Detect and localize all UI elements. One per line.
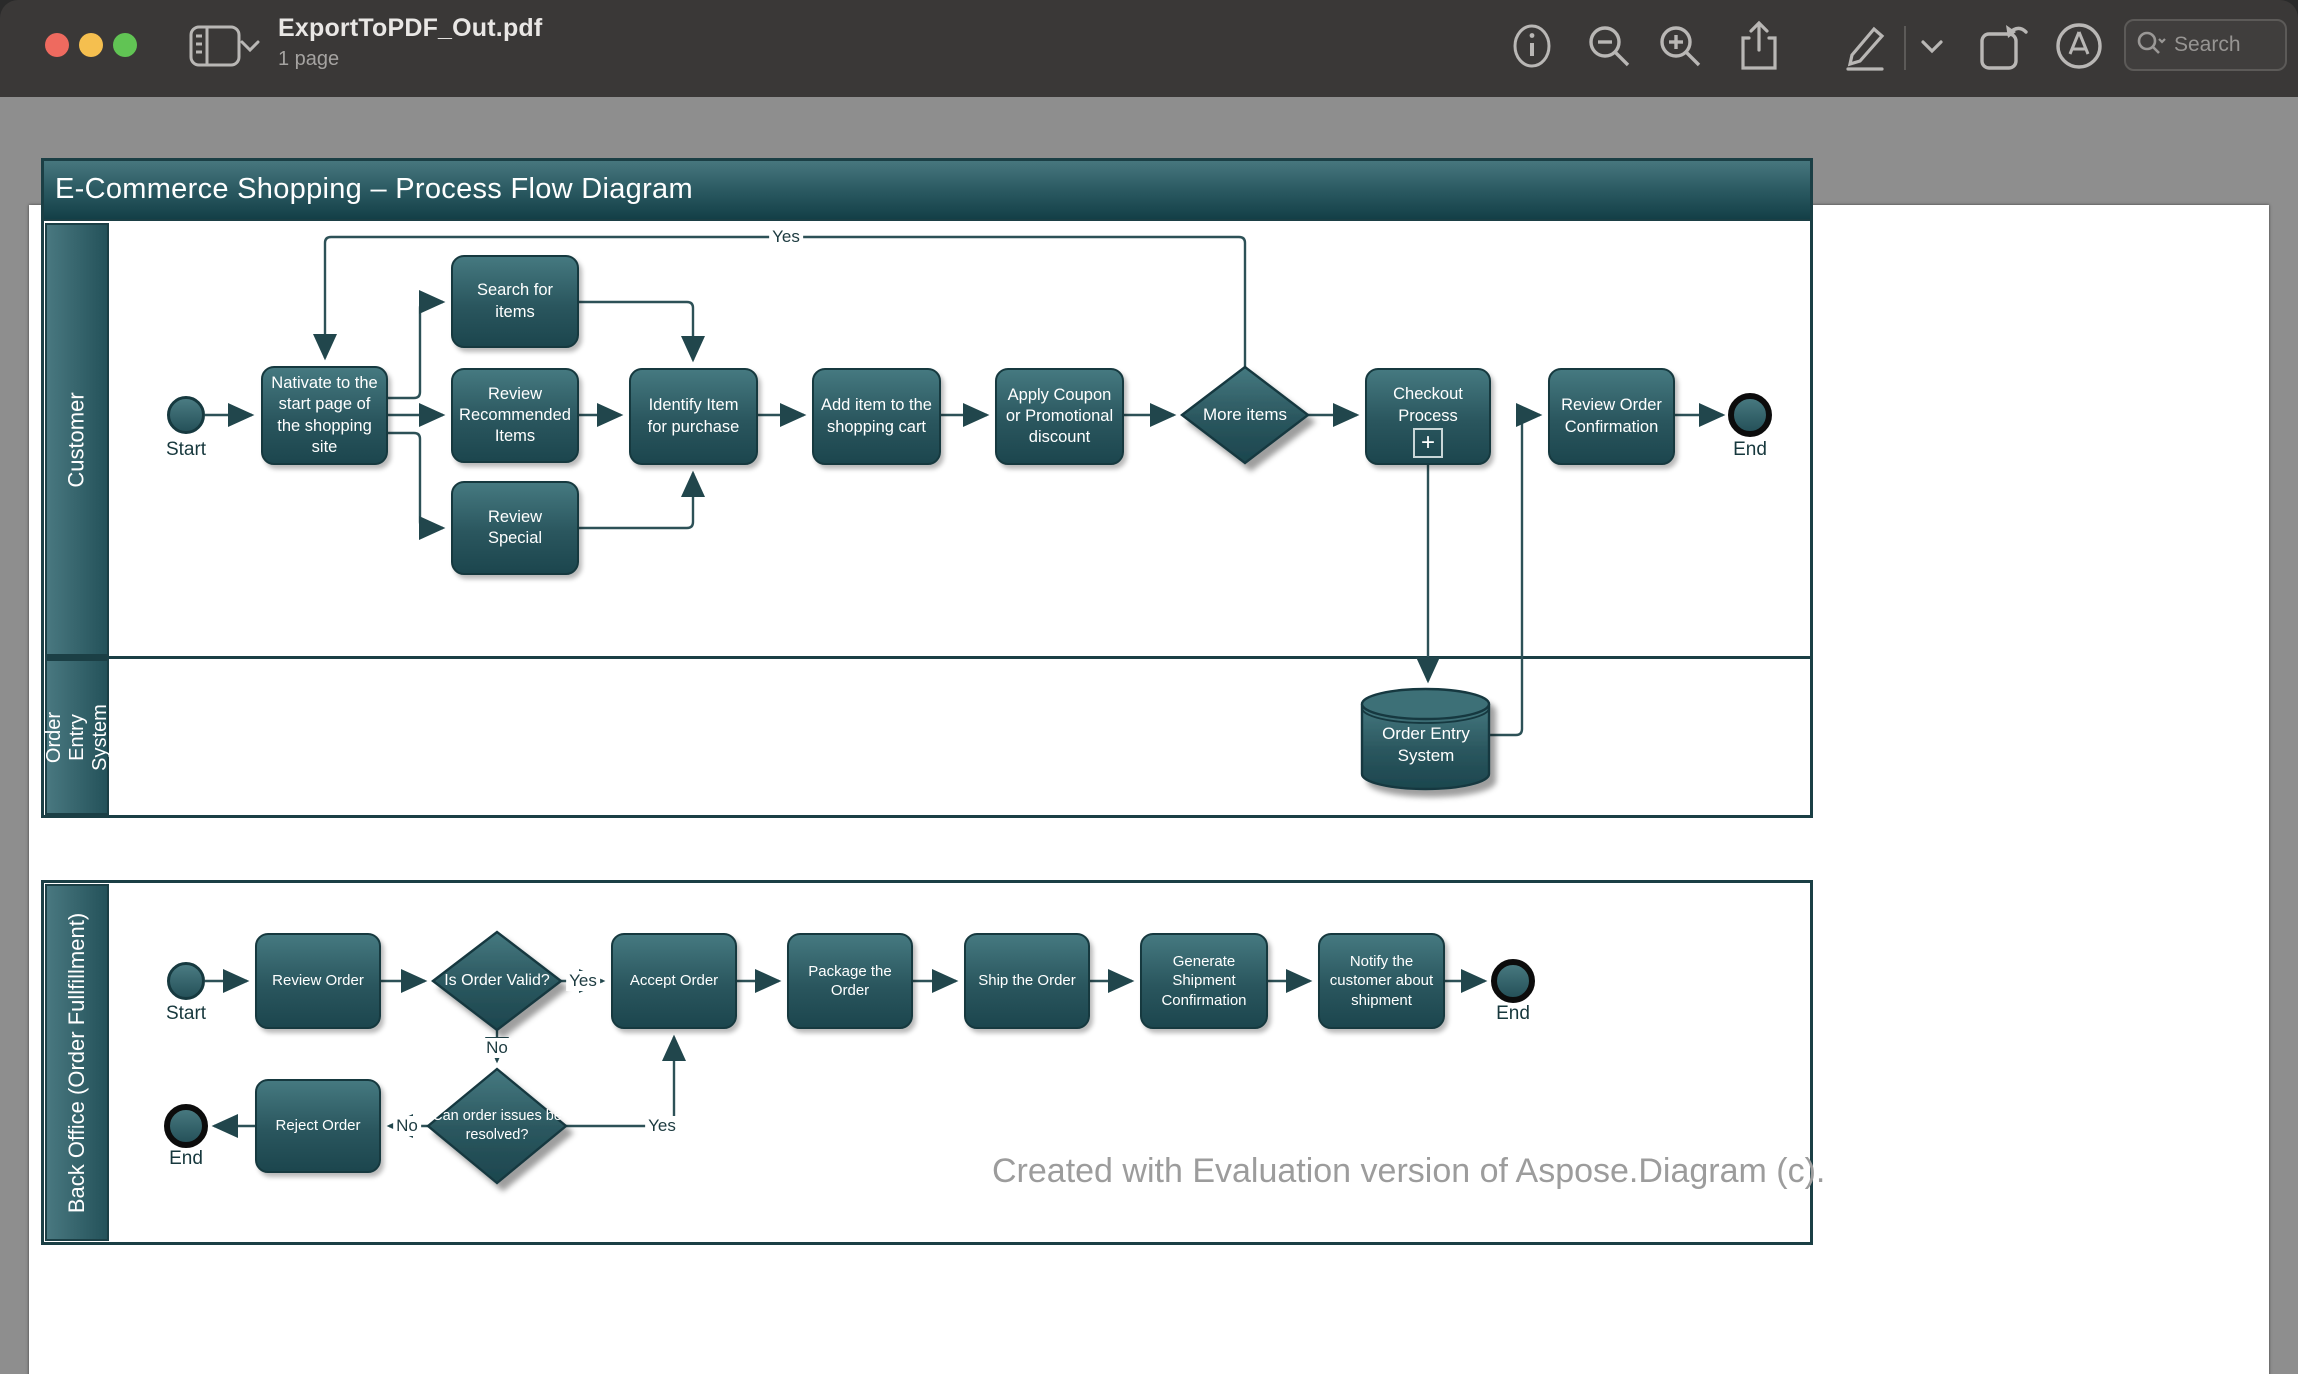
search-input[interactable] xyxy=(2174,33,2274,57)
markup-button[interactable] xyxy=(1831,14,1895,78)
pool-back-office xyxy=(41,880,1813,1245)
lane-customer-label: Customer xyxy=(64,391,90,488)
close-button[interactable] xyxy=(45,33,69,57)
task-ship-order: Ship the Order xyxy=(964,933,1090,1029)
task-label: Package the Order xyxy=(808,962,892,999)
task-notify-customer: Notify the customer about shipment xyxy=(1318,933,1445,1029)
sidebar-icon xyxy=(189,25,241,67)
task-label: Review Order xyxy=(272,972,364,990)
zoom-in-icon xyxy=(1657,23,1703,69)
chevron-down-icon xyxy=(239,39,261,53)
task-label: Ship the Order xyxy=(978,972,1076,990)
info-icon xyxy=(1512,23,1552,69)
end-event-label: End xyxy=(1733,439,1767,460)
task-navigate: Nativate to the start page of the shoppi… xyxy=(261,366,388,465)
task-label: Apply Coupon or Promotional discount xyxy=(1005,385,1114,447)
lane-order-entry-label: Order Entry System xyxy=(42,703,111,771)
task-label: Nativate to the start page of the shoppi… xyxy=(271,374,378,456)
edge-label-no-resolve: No xyxy=(393,1116,421,1136)
task-identify-item: Identify Item for purchase xyxy=(629,368,758,465)
start-event-customer xyxy=(167,396,205,434)
task-label: Checkout Process xyxy=(1393,385,1463,425)
task-label: Review Order Confirmation xyxy=(1561,396,1662,436)
lane-back-office: Back Office (Order Fullfillment) xyxy=(45,884,109,1241)
task-label: Generate Shipment Confirmation xyxy=(1161,953,1247,1009)
info-button[interactable] xyxy=(1500,14,1564,78)
edge-label-yes-valid: Yes xyxy=(566,971,600,991)
pdf-page xyxy=(29,205,2269,1374)
task-add-item: Add item to the shopping cart xyxy=(812,368,941,465)
diagram-title: E-Commerce Shopping – Process Flow Diagr… xyxy=(55,173,693,205)
end-event-label: End xyxy=(169,1148,203,1169)
start-event-label: Start xyxy=(165,439,207,460)
zoom-in-button[interactable] xyxy=(1648,14,1712,78)
task-review-recommended: Review Recommended Items xyxy=(451,368,579,463)
pool-ecommerce xyxy=(41,158,1813,818)
task-apply-coupon: Apply Coupon or Promotional discount xyxy=(995,368,1124,465)
window-subtitle: 1 page xyxy=(278,48,340,70)
end-event-customer xyxy=(1728,393,1772,437)
task-review-confirmation: Review Order Confirmation xyxy=(1548,368,1675,465)
search-icon xyxy=(2136,30,2166,61)
zoom-out-icon xyxy=(1586,23,1632,69)
task-label: Reject Order xyxy=(275,1117,361,1135)
markup-pencil-icon xyxy=(1838,21,1888,71)
lane-divider xyxy=(45,656,1810,659)
search-field[interactable] xyxy=(2124,19,2287,71)
chevron-down-icon xyxy=(1920,39,1944,54)
task-accept-order: Accept Order xyxy=(611,933,737,1029)
task-review-special: Review Special xyxy=(451,481,579,575)
task-checkout-process: Checkout Process + xyxy=(1365,368,1491,465)
edge-label-no-valid: No xyxy=(483,1038,511,1058)
share-button[interactable] xyxy=(1727,14,1791,78)
pen-nib-icon xyxy=(2053,20,2105,72)
sidebar-toggle-button[interactable] xyxy=(183,14,247,78)
edge-label-yes-loop: Yes xyxy=(769,227,803,247)
task-review-order: Review Order xyxy=(255,933,381,1029)
lane-order-entry: Order Entry System xyxy=(42,659,111,815)
toolbar-divider xyxy=(1904,26,1906,70)
subprocess-plus-marker: + xyxy=(1413,428,1443,458)
lane-back-office-label: Back Office (Order Fullfillment) xyxy=(64,912,89,1213)
task-label: Identify Item for purchase xyxy=(647,396,740,436)
start-event-label: Start xyxy=(165,1003,207,1024)
lane-customer: Customer xyxy=(45,223,109,656)
rotate-left-icon xyxy=(1978,20,2032,72)
task-reject-order: Reject Order xyxy=(255,1079,381,1173)
end-event-backoffice-reject xyxy=(164,1104,208,1148)
markup-menu-button[interactable] xyxy=(1907,14,1957,78)
end-event-backoffice-main xyxy=(1491,959,1535,1003)
zoom-out-button[interactable] xyxy=(1577,14,1641,78)
highlight-button[interactable] xyxy=(2047,14,2111,78)
share-icon xyxy=(1738,20,1780,72)
start-event-backoffice xyxy=(167,962,205,1000)
task-label: Accept Order xyxy=(629,972,719,990)
task-label: Review Recommended Items xyxy=(459,384,571,446)
task-generate-confirmation: Generate Shipment Confirmation xyxy=(1140,933,1268,1029)
evaluation-watermark: Created with Evaluation version of Aspos… xyxy=(992,1152,1826,1190)
task-search-items: Search for items xyxy=(451,255,579,348)
task-label: Search for items xyxy=(476,281,554,321)
end-event-label: End xyxy=(1496,1003,1530,1024)
rotate-button[interactable] xyxy=(1973,14,2037,78)
sidebar-menu-button[interactable] xyxy=(230,14,270,78)
task-label: Notify the customer about shipment xyxy=(1329,953,1434,1009)
titlebar[interactable]: ExportToPDF_Out.pdf 1 page xyxy=(0,0,2298,97)
zoom-window-button[interactable] xyxy=(113,33,137,57)
task-label: Review Special xyxy=(487,507,543,547)
task-label: Add item to the shopping cart xyxy=(821,396,932,436)
window-title: ExportToPDF_Out.pdf xyxy=(278,14,543,42)
minimize-button[interactable] xyxy=(79,33,103,57)
edge-label-yes-resolve: Yes xyxy=(645,1116,679,1136)
task-package-order: Package the Order xyxy=(787,933,913,1029)
